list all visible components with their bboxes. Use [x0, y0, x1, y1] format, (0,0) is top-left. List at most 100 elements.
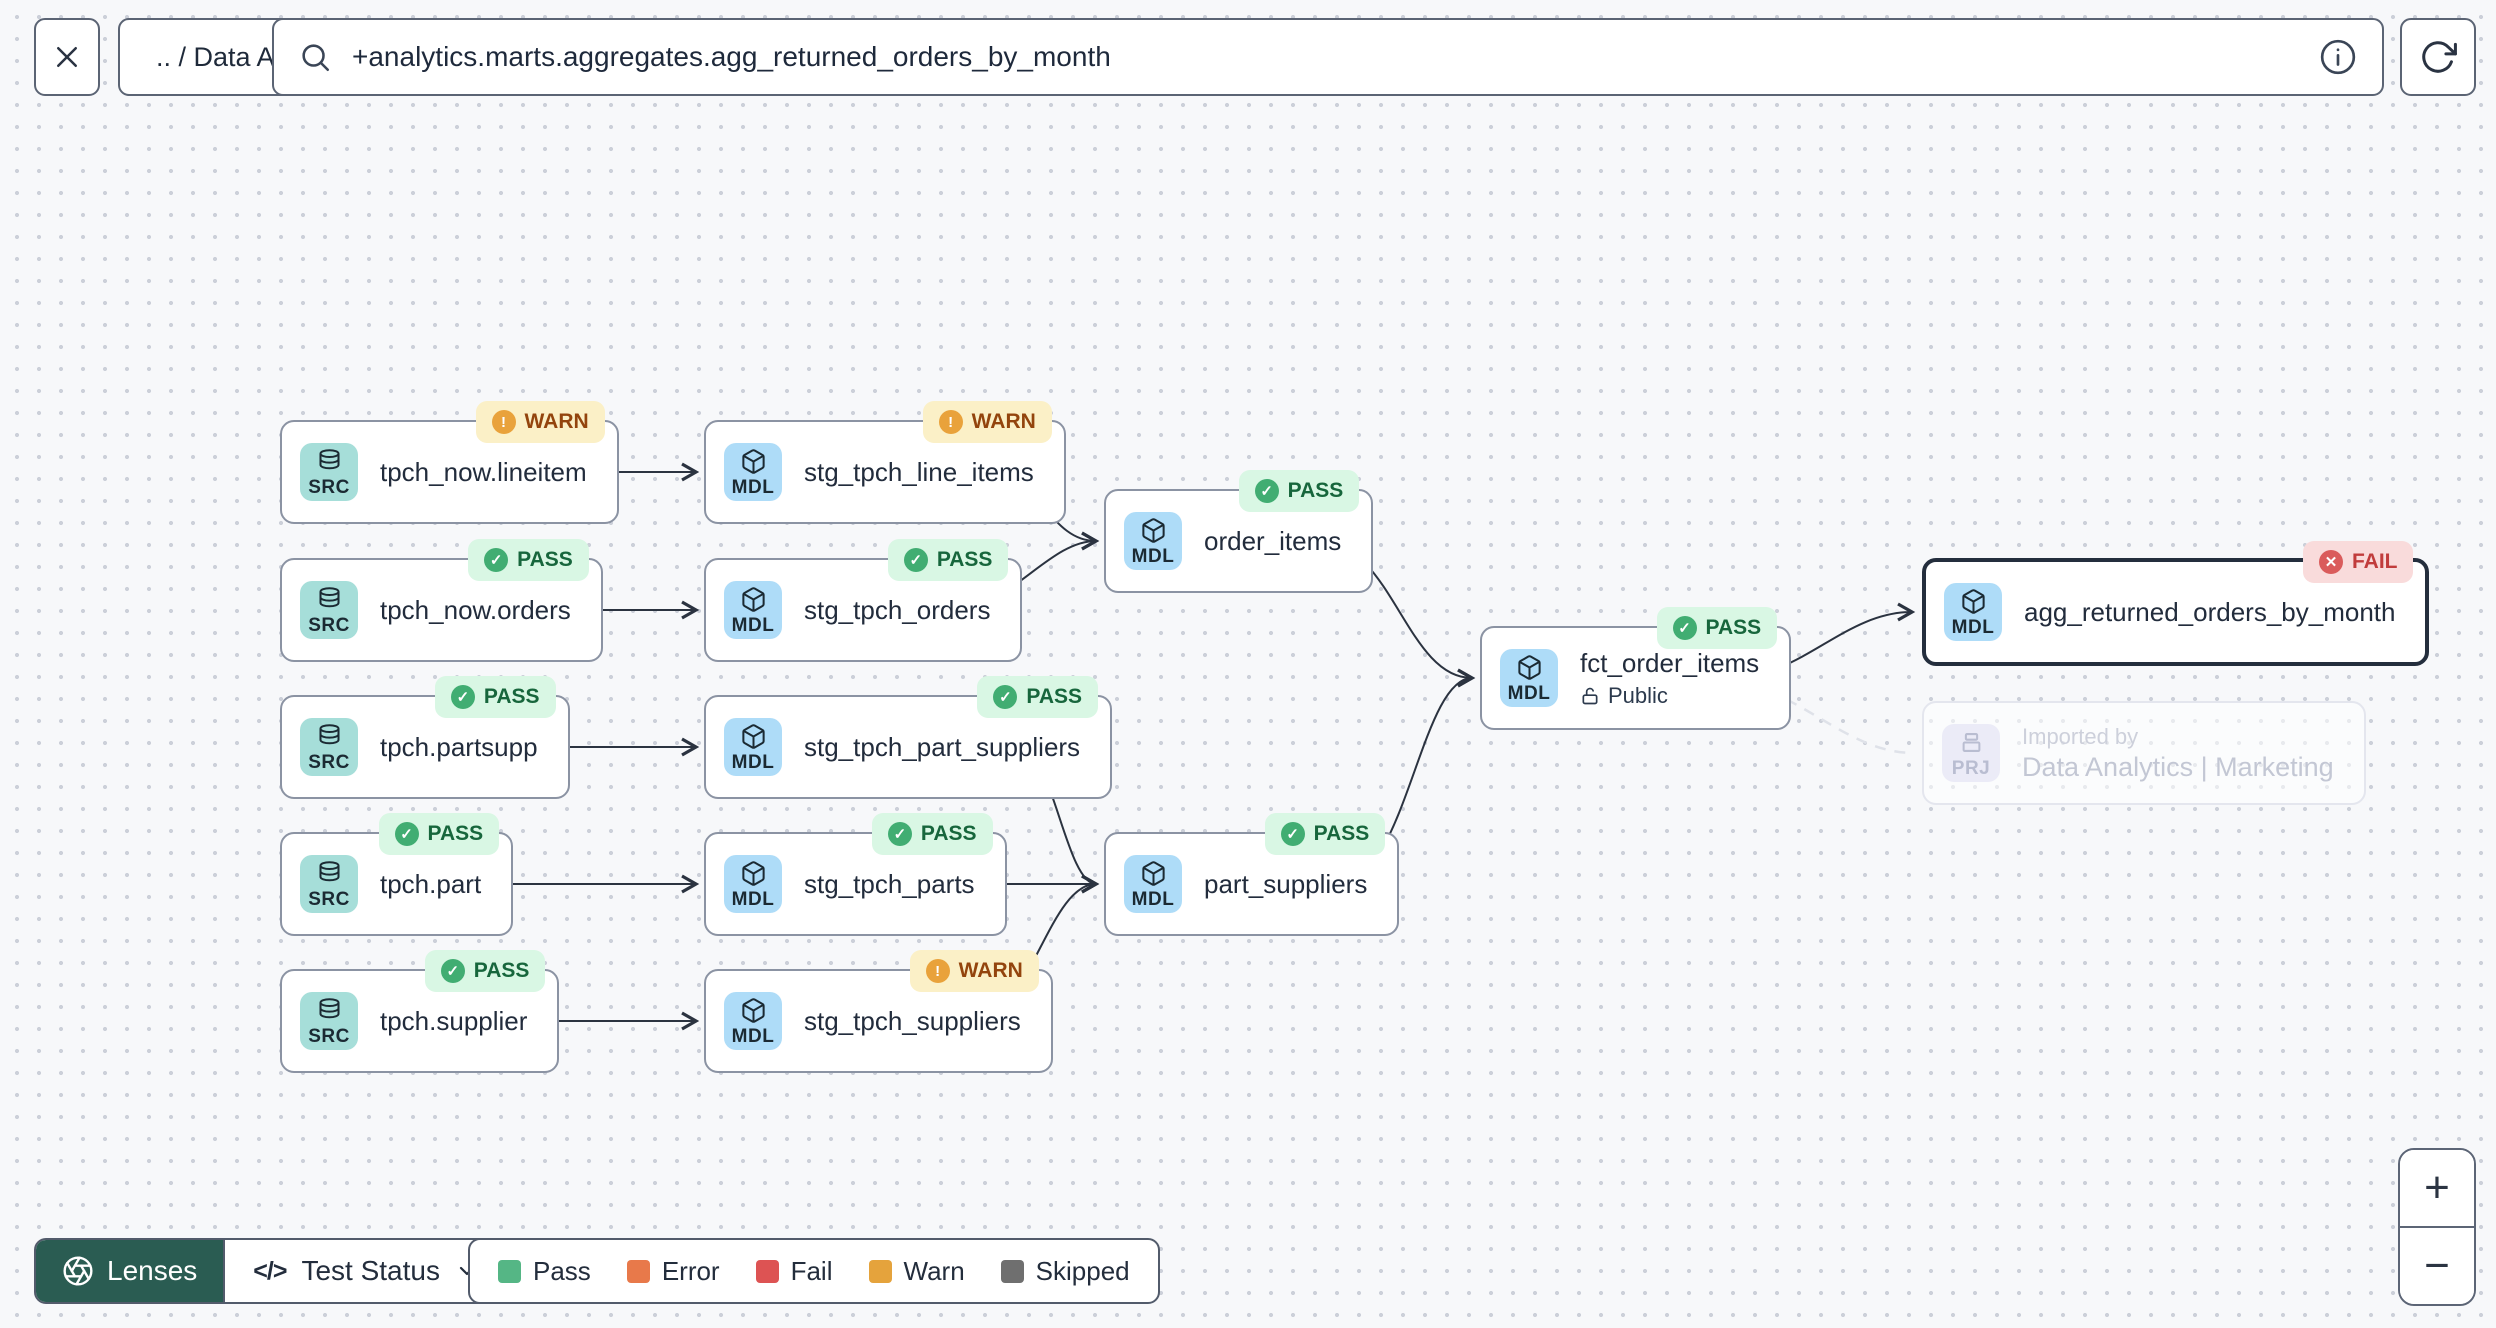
check-icon: ✓	[1280, 822, 1305, 846]
status-label: PASS	[936, 548, 993, 571]
search-input[interactable]	[350, 40, 2300, 74]
model-type-icon: MDL	[1124, 512, 1182, 570]
node-stg-tpch-suppliers[interactable]: !WARN MDL stg_tpch_suppliers	[704, 950, 1053, 1073]
check-icon: ✓	[484, 548, 509, 572]
close-button[interactable]	[34, 18, 100, 96]
model-type-icon: MDL	[1500, 649, 1558, 707]
status-badge: ✕ FAIL	[2302, 541, 2414, 583]
status-badge: ✓PASS	[977, 676, 1099, 718]
code-icon: </>	[253, 1256, 287, 1285]
node-label: tpch.partsupp	[380, 731, 538, 762]
test-status-legend: Pass Error Fail Warn Skipped	[468, 1238, 1160, 1304]
status-label: PASS	[1705, 616, 1762, 639]
node-tpch-part[interactable]: ✓ PASS SRC tpch.part	[280, 813, 514, 936]
lock-open-icon	[1582, 687, 1598, 704]
fail-swatch	[755, 1259, 779, 1283]
check-icon: ✓	[450, 685, 475, 709]
status-badge: ✓PASS	[871, 813, 993, 855]
cube-icon	[1517, 654, 1541, 680]
active-lens-label: Test Status	[301, 1255, 440, 1286]
cube-icon	[1141, 517, 1165, 543]
model-type-icon: MDL	[724, 581, 782, 639]
aperture-icon	[63, 1256, 93, 1286]
zoom-in-button[interactable]: +	[2400, 1150, 2474, 1228]
lens-selector[interactable]: </> Test Status	[223, 1240, 507, 1302]
node-label: part_suppliers	[1204, 868, 1368, 899]
status-badge: ! WARN	[922, 401, 1052, 443]
skipped-swatch	[1000, 1259, 1024, 1283]
zoom-out-button[interactable]: −	[2400, 1228, 2474, 1304]
legend-item-warn: Warn	[868, 1256, 965, 1287]
status-badge: ✓ PASS	[378, 813, 500, 855]
node-tpch-now-orders[interactable]: ✓PASS SRC tpch_now.orders	[280, 539, 603, 662]
imported-by-label: Imported by	[2022, 723, 2139, 749]
cube-icon	[1141, 860, 1165, 886]
node-agg-returned-orders-by-month[interactable]: ✕FAIL MDL agg_returned_orders_by_month	[1922, 541, 2430, 666]
fail-icon: ✕	[2318, 550, 2343, 574]
warn-icon: !	[491, 410, 516, 434]
lenses-pill: Lenses </> Test Status	[34, 1238, 509, 1304]
node-label: tpch_now.lineitem	[380, 456, 587, 487]
node-part-suppliers[interactable]: ✓ PASS MDL part_suppliers	[1104, 813, 1400, 936]
status-badge: ✓PASS	[468, 539, 589, 581]
status-label: WARN	[971, 410, 1036, 433]
node-order-items[interactable]: ✓ PASS MDL order_items	[1104, 470, 1374, 593]
cube-icon	[741, 997, 765, 1023]
legend-item-error: Error	[626, 1256, 720, 1287]
node-type-label: SRC	[308, 751, 350, 773]
project-type-icon: PRJ	[1942, 724, 2000, 782]
node-label: stg_tpch_suppliers	[804, 1005, 1021, 1036]
node-label: order_items	[1204, 525, 1342, 556]
check-icon: ✓	[394, 822, 419, 846]
node-stg-tpch-part-suppliers[interactable]: ✓PASS MDL stg_tpch_part_suppliers	[704, 676, 1113, 799]
status-label: WARN	[524, 410, 589, 433]
source-type-icon: SRC	[300, 581, 358, 639]
node-stg-tpch-parts[interactable]: ✓PASS MDL stg_tpch_parts	[704, 813, 1007, 936]
model-type-icon: MDL	[1124, 855, 1182, 913]
node-tpch-now-lineitem[interactable]: ! WARN SRC tpch_now.lineitem	[280, 401, 619, 524]
status-badge: ✓PASS	[424, 950, 546, 992]
status-label: PASS	[427, 822, 484, 845]
refresh-icon	[2422, 41, 2457, 73]
node-tpch-partsupp[interactable]: ✓PASS SRC tpch.partsupp	[280, 676, 570, 799]
cube-icon	[741, 586, 765, 612]
warn-icon: !	[938, 410, 963, 434]
node-type-label: MDL	[1131, 888, 1175, 910]
node-stg-tpch-orders[interactable]: ✓PASS MDL stg_tpch_orders	[704, 539, 1023, 662]
node-label: tpch.supplier	[380, 1005, 528, 1036]
status-label: PASS	[1313, 822, 1370, 845]
database-icon	[318, 586, 340, 607]
legend-item-skipped: Skipped	[1000, 1256, 1130, 1287]
node-type-label: MDL	[731, 1025, 775, 1047]
node-type-label: PRJ	[1951, 757, 1991, 779]
source-type-icon: SRC	[300, 443, 358, 501]
status-label: FAIL	[2351, 550, 2398, 573]
node-label: stg_tpch_part_suppliers	[804, 731, 1081, 762]
zoom-controls: + −	[2398, 1148, 2476, 1306]
node-type-label: MDL	[731, 888, 775, 910]
node-imported-project: PRJ Imported by Data Analytics | Marketi…	[1922, 701, 2366, 805]
status-label: WARN	[958, 959, 1023, 982]
database-icon	[318, 723, 340, 744]
cube-icon	[741, 860, 765, 886]
status-label: PASS	[1026, 685, 1083, 708]
node-fct-order-items[interactable]: ✓PASS MDL fct_order_items Public	[1480, 607, 1792, 730]
search-icon	[302, 44, 330, 72]
node-type-label: SRC	[308, 888, 350, 910]
status-badge: !WARN	[909, 950, 1039, 992]
model-type-icon: MDL	[724, 718, 782, 776]
refresh-button[interactable]	[2400, 18, 2476, 96]
node-stg-tpch-line-items[interactable]: !WARN MDL stg_tpch_line_items	[704, 401, 1066, 524]
lenses-button[interactable]: Lenses	[36, 1240, 224, 1302]
status-badge: ✓ PASS	[1238, 470, 1360, 512]
source-type-icon: SRC	[300, 855, 358, 913]
close-icon	[57, 47, 77, 67]
node-label: tpch.part	[380, 868, 482, 899]
status-label: PASS	[1287, 479, 1344, 502]
node-type-label: MDL	[1507, 682, 1551, 704]
info-icon[interactable]	[2318, 37, 2358, 77]
check-icon: ✓	[1254, 479, 1279, 503]
node-tpch-supplier[interactable]: ✓PASS SRC tpch.supplier	[280, 950, 560, 1073]
legend-item-pass: Pass	[498, 1256, 591, 1287]
